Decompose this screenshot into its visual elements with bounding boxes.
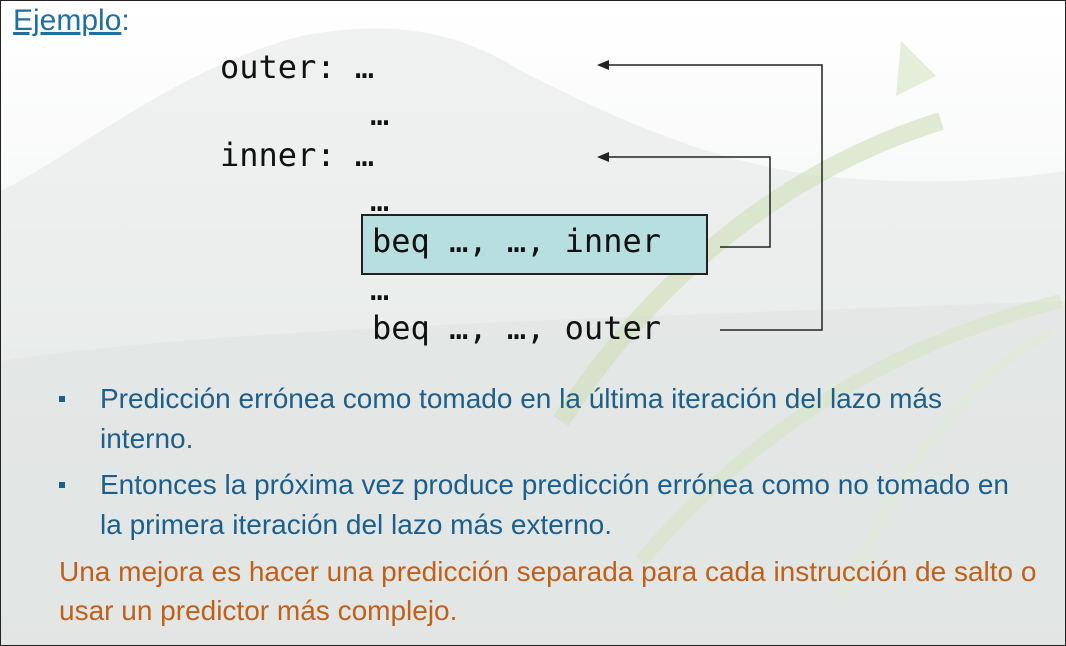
slide-title: Ejemplo: <box>13 4 130 38</box>
arrowhead-outer <box>597 60 609 70</box>
code-line-beq-inner: beq …, …, inner <box>372 222 661 260</box>
bullet-marker <box>59 396 65 402</box>
code-line-outer: outer: … <box>220 48 375 86</box>
code-line-ellipsis-3: … <box>370 270 390 308</box>
bullet-text-1: Predicción errónea como tomado en la últ… <box>100 383 942 454</box>
title-colon: : <box>121 4 130 37</box>
code-line-beq-outer: beq …, …, outer <box>372 309 661 347</box>
arrowhead-inner <box>597 152 609 162</box>
arrow-to-outer <box>607 64 823 331</box>
title-text: Ejemplo <box>13 4 122 37</box>
bullet-marker <box>59 482 65 488</box>
highlighted-instruction-box <box>361 214 708 275</box>
bullet-text-2: Entonces la próxima vez produce predicci… <box>100 469 1009 540</box>
code-line-ellipsis-2: … <box>370 181 390 219</box>
code-line-ellipsis-1: … <box>370 95 390 133</box>
code-line-inner: inner: … <box>220 136 375 174</box>
arrow-to-inner <box>607 156 771 248</box>
improvement-note: Una mejora es hacer una predicción separ… <box>59 556 1037 626</box>
